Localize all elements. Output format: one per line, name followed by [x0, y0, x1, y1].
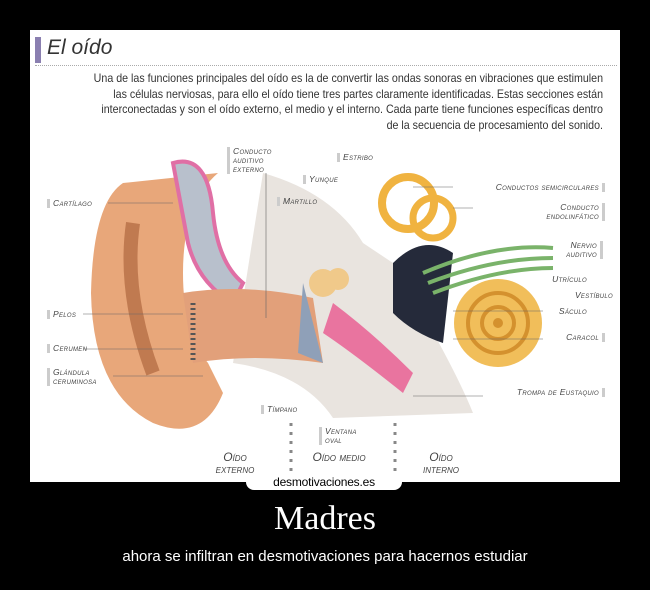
- section-oido-medio: Oído medio: [312, 450, 366, 464]
- label-martillo: Martillo: [277, 197, 317, 206]
- label-yunque: Yunque: [303, 175, 338, 184]
- label-timpano: Tímpano: [261, 405, 298, 414]
- label-cartilago: Cartílago: [47, 199, 92, 208]
- title-accent: [35, 37, 41, 63]
- label-conducto-auditivo: Conducto auditivo externo: [227, 147, 295, 174]
- label-nervio-auditivo: Nervio auditivo: [553, 241, 603, 259]
- label-utriculo: Utrículo: [552, 274, 587, 284]
- ear-illustration: [83, 159, 554, 478]
- label-glandula: Glándula ceruminosa: [47, 368, 113, 386]
- ear-diagram: El oído Una de las funciones principales…: [33, 33, 617, 479]
- diagram-title: El oído: [47, 36, 113, 59]
- diagram-intro: Una de las funciones principales del oíd…: [93, 72, 604, 132]
- label-ventana-oval: Ventana oval: [319, 427, 369, 445]
- poster-caption: Madres: [274, 500, 376, 537]
- label-caracol: Caracol: [566, 333, 605, 342]
- label-vestibulo: Vestíbulo: [574, 290, 613, 300]
- section-oido-externo: Oído externo: [215, 450, 255, 476]
- poster-subtitle: ahora se infiltran en desmotivaciones pa…: [122, 548, 528, 565]
- label-pelos: Pelos: [47, 310, 76, 319]
- section-oido-interno: Oído interno: [423, 450, 459, 476]
- divider: [35, 65, 617, 66]
- label-conducto-endolinfatico: Conducto endolinfático: [519, 203, 605, 221]
- label-cerumen: Cerumen: [47, 344, 87, 353]
- label-estribo: Estribo: [337, 153, 373, 162]
- label-conductos-semicirculares: Conductos semicirculares: [496, 183, 605, 192]
- poster-image-frame: El oído Una de las funciones principales…: [30, 30, 620, 482]
- watermark-logo: desmotivaciones.es: [246, 474, 402, 490]
- label-saculo: Sáculo: [558, 306, 587, 316]
- label-trompa-eustaquio: Trompa de Eustaquio: [517, 388, 605, 397]
